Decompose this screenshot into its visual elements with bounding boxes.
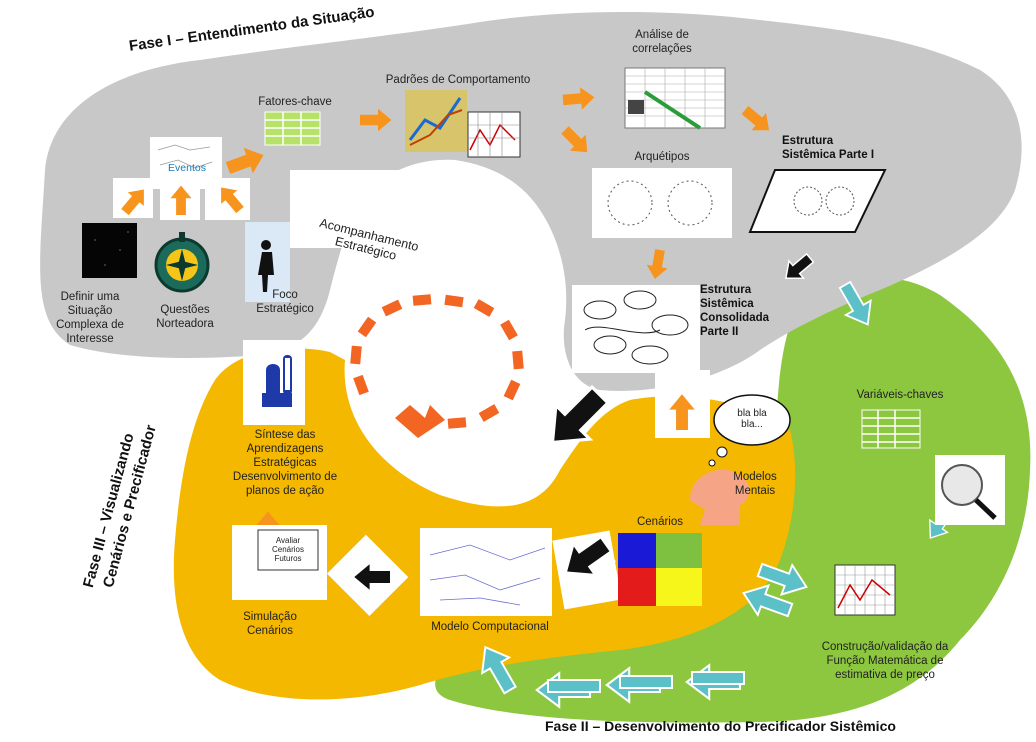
label-padroes: Padrões de Comportamento <box>385 74 531 86</box>
label-simulacao: Simulação Cenários <box>243 611 297 637</box>
estrutura2-diagram <box>583 290 689 365</box>
label-cenarios: Cenários <box>636 516 684 528</box>
label-estrutura1: Estrutura Sistêmica Parte I <box>782 135 875 161</box>
situacao-image-noise <box>94 231 129 266</box>
arquetipos-card <box>592 168 732 238</box>
compass-icon <box>154 232 210 293</box>
pointing-hand-icon <box>262 355 292 407</box>
label-definir: Definir uma Situação Complexa de Interes… <box>56 291 124 345</box>
phase3-region <box>173 348 796 700</box>
modelo-card <box>420 528 552 616</box>
variaveis-table <box>861 409 921 449</box>
mental-model-head <box>690 469 750 525</box>
thought-bubble <box>708 394 791 467</box>
label-questoes: Questões Norteadora <box>156 304 214 330</box>
modelo-network <box>429 544 546 606</box>
whiteboard <box>257 529 319 571</box>
cenarios-quadrant <box>618 533 702 606</box>
phase2-title: Fase II – Desenvolvimento do Precificado… <box>545 718 896 734</box>
magnifier-icon <box>941 464 997 520</box>
label-analise: Análise de correlações <box>632 29 692 55</box>
label-variaveis: Variáveis-chaves <box>856 389 944 401</box>
bottom-teal-bars <box>547 671 745 693</box>
fatores-table <box>264 111 321 146</box>
label-bubble: bla bla bla... <box>737 408 767 430</box>
analise-grid <box>624 67 726 130</box>
label-sintese: Síntese das Aprendizagens Estratégicas D… <box>232 429 338 497</box>
label-construcao: Construção/validação da Função Matemátic… <box>821 641 949 681</box>
label-modelos-mentais: Modelos Mentais <box>733 471 777 497</box>
label-arquetipos: Arquétipos <box>634 151 690 163</box>
funcao-chart <box>834 564 896 616</box>
cycle-ring <box>350 294 524 438</box>
situacao-image <box>82 223 137 278</box>
estrutura2-card <box>572 285 700 373</box>
estrutura1-diagram <box>748 169 887 233</box>
label-modelo: Modelo Computacional <box>431 621 549 633</box>
foco-figure <box>258 240 274 292</box>
arquetipos-diagram <box>607 180 713 226</box>
label-foco: Foco Estratégico <box>256 289 314 315</box>
acompanhamento-card <box>290 170 405 248</box>
label-eventos: Eventos <box>168 162 206 174</box>
label-fatores: Fatores-chave <box>258 96 332 108</box>
label-estrutura2: Estrutura Sistêmica Consolidada Parte II <box>700 284 770 338</box>
padroes-chart <box>405 90 521 158</box>
label-whiteboard: Avaliar Cenários Futuros <box>271 536 304 563</box>
eventos-sketch <box>157 144 213 169</box>
